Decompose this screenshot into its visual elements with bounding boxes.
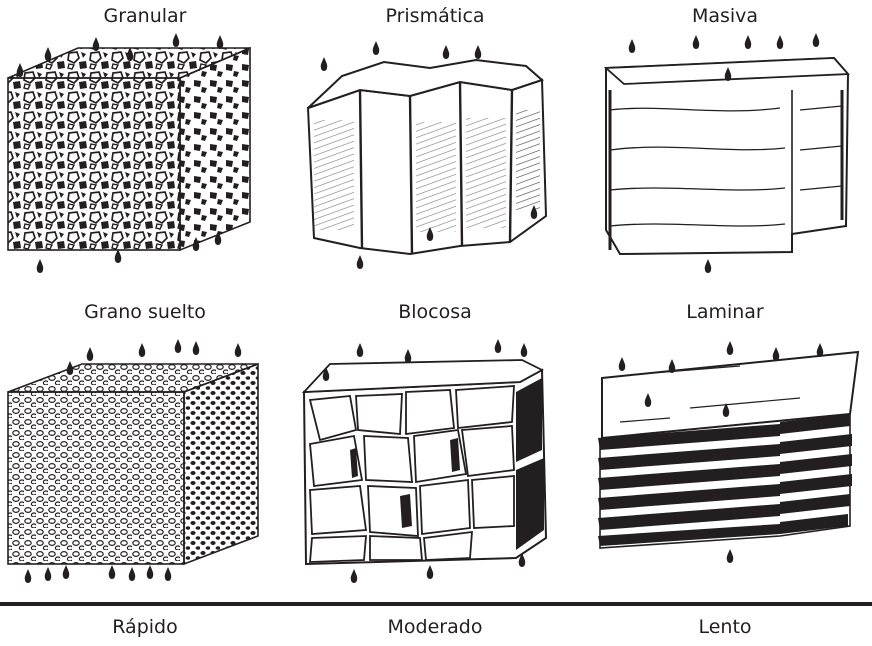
divider-rule <box>0 602 872 606</box>
label-grano-suelto: Grano suelto <box>0 300 290 324</box>
label-granular: Granular <box>0 4 290 28</box>
massive-structure-icon <box>580 30 872 278</box>
label-prismatica: Prismática <box>290 4 580 28</box>
blocky-structure-icon <box>290 330 580 586</box>
single-grain-structure-icon <box>0 330 290 586</box>
granular-structure-icon <box>0 30 290 278</box>
label-laminar: Laminar <box>580 300 870 324</box>
label-blocosa: Blocosa <box>290 300 580 324</box>
prismatic-structure-icon <box>290 30 580 278</box>
label-moderado: Moderado <box>290 615 580 639</box>
label-rapido: Rápido <box>0 615 290 639</box>
label-masiva: Masiva <box>580 4 870 28</box>
platy-structure-icon <box>580 330 872 586</box>
label-lento: Lento <box>580 615 870 639</box>
